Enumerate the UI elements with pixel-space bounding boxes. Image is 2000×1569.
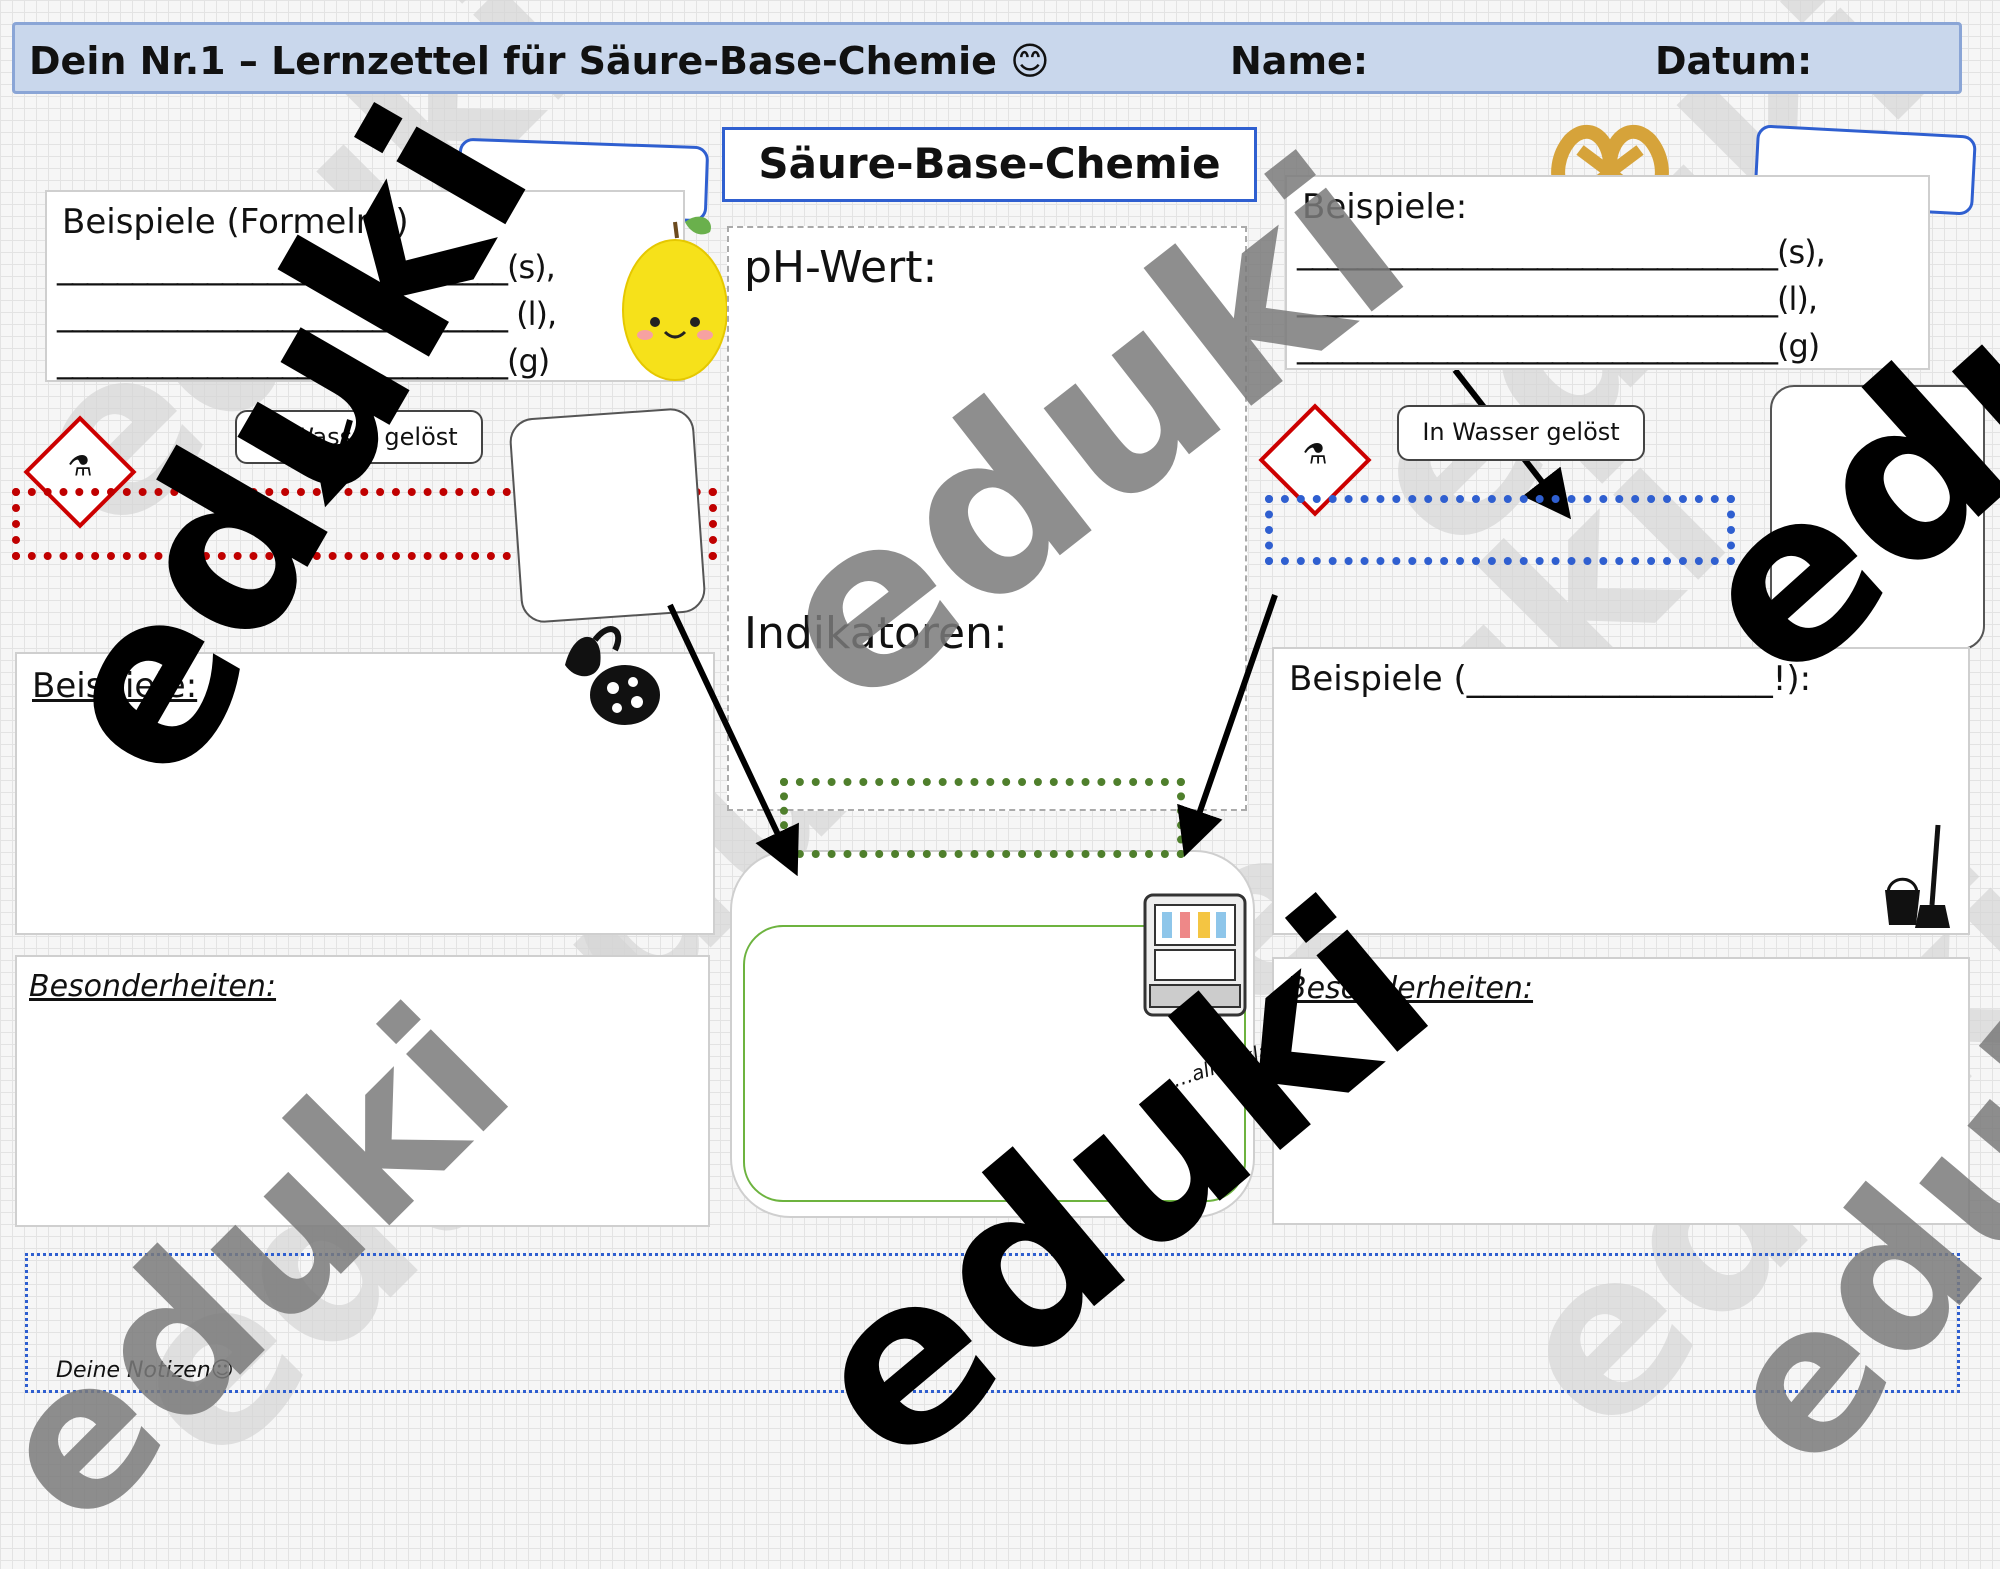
left-examples-box: Beispiele (Formeln?) ___________________… <box>45 190 685 382</box>
lemon-icon <box>615 210 735 390</box>
arrow-left-center <box>667 603 799 877</box>
page-title: Dein Nr.1 – Lernzettel für Säure-Base-Ch… <box>29 39 1050 83</box>
indicator-label: Indikatoren: <box>744 608 1008 659</box>
right-line-s: ________________________________(s), <box>1297 233 1826 271</box>
left-examples2-label: Beispiele: <box>32 666 198 706</box>
date-label: Datum: <box>1655 39 1813 83</box>
right-special-box: Besonderheiten: <box>1272 957 1970 1225</box>
header-bar: Dein Nr.1 – Lernzettel für Säure-Base-Ch… <box>12 22 1962 94</box>
left-line-g: ______________________________(g) <box>57 342 550 380</box>
right-examples2-box: Beispiele (__________________!): <box>1272 647 1970 935</box>
ph-label: pH-Wert: <box>744 242 938 293</box>
right-examples2-label: Beispiele (__________________!): <box>1289 659 1812 699</box>
right-examples-box: Beispiele: _____________________________… <box>1285 175 1930 370</box>
right-square-box[interactable] <box>1770 385 1985 650</box>
name-label: Name: <box>1230 39 1369 83</box>
left-acid-equation-box[interactable] <box>12 488 717 560</box>
right-line-l: ________________________________(l), <box>1297 280 1818 318</box>
right-special-label: Besonderheiten: <box>1286 971 1534 1006</box>
left-examples-title: Beispiele (Formeln?) <box>62 202 409 242</box>
left-special-label: Besonderheiten: <box>29 969 277 1004</box>
dishwasher-icon <box>1140 890 1250 1020</box>
notes-box[interactable]: Deine Notizen☺ <box>25 1253 1960 1393</box>
arrow-right-center <box>1177 594 1278 858</box>
right-lines: ________________________________(s), ___… <box>1297 229 1826 370</box>
right-base-equation-box[interactable] <box>1265 495 1735 565</box>
center-title: Säure-Base-Chemie <box>722 127 1257 202</box>
left-line-l: ______________________________ (l), <box>57 295 557 333</box>
left-lines: ______________________________(s), _____… <box>57 244 557 385</box>
right-dissolved-tag: In Wasser gelöst <box>1397 405 1645 461</box>
acid-beetle-icon <box>555 620 665 735</box>
arrow-left-down <box>315 419 362 508</box>
bucket-mop-icon <box>1880 820 1955 930</box>
left-special-box: Besonderheiten: <box>15 955 710 1227</box>
left-line-s: ______________________________(s), <box>57 248 556 286</box>
right-line-g: ________________________________(g) <box>1297 327 1820 365</box>
right-examples-title: Beispiele: <box>1302 187 1468 227</box>
notes-label: Deine Notizen☺ <box>56 1358 234 1383</box>
center-ph-box: pH-Wert: Indikatoren: <box>727 226 1247 811</box>
